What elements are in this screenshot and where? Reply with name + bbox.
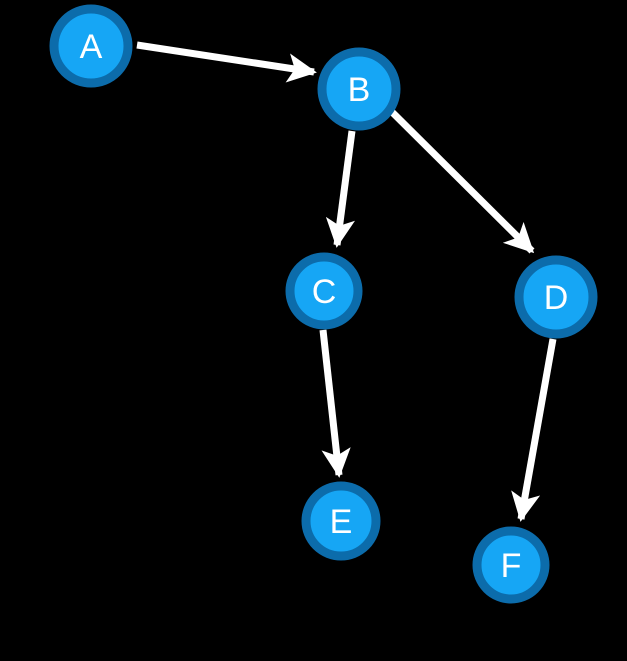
graph-node-a[interactable]: A (49, 4, 133, 88)
node-circle-f[interactable] (472, 526, 550, 604)
graph-edge-a-b (136, 41, 317, 83)
graph-edge-d-f (511, 338, 557, 522)
graph-node-d[interactable]: D (514, 255, 598, 339)
node-circle-c[interactable] (285, 252, 363, 330)
graph-node-f[interactable]: F (472, 526, 550, 604)
graph-node-e[interactable]: E (301, 481, 381, 561)
graph-edge-b-d (389, 109, 535, 254)
graph-node-b[interactable]: B (317, 47, 401, 131)
edges-layer (136, 41, 557, 522)
node-circle-e[interactable] (301, 481, 381, 561)
node-circle-a[interactable] (49, 4, 133, 88)
graph-edge-b-c (325, 130, 356, 248)
node-circle-b[interactable] (317, 47, 401, 131)
nodes-layer: A B C D E F (49, 4, 598, 604)
node-circle-d[interactable] (514, 255, 598, 339)
graph-node-c[interactable]: C (285, 252, 363, 330)
graph-edge-c-e (319, 329, 351, 478)
